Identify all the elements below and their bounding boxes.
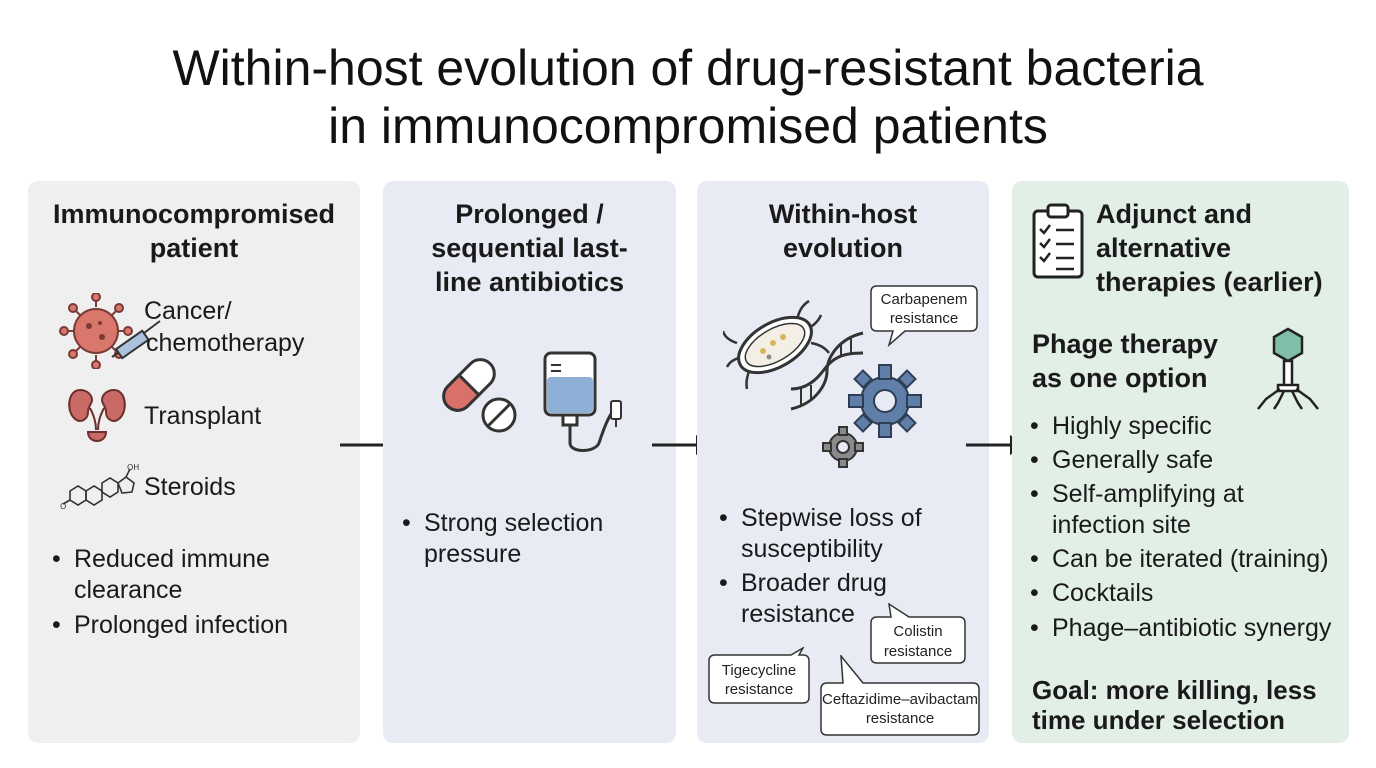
svg-text:O: O	[60, 502, 66, 511]
panel2-title-line-3: line antibiotics	[434, 267, 625, 297]
callout-carbapenem-line-1: Carbapenem	[880, 291, 968, 308]
bullet-prolonged-infection: Prolonged infection	[52, 610, 288, 641]
steroids-label: Steroids	[144, 473, 236, 501]
bullet-phage-antibiotic-synergy: Phage–antibiotic synergy	[1030, 613, 1331, 644]
callout-colistin-resistance: Colistin resistance	[869, 603, 967, 665]
callout-carbapenem-line-2: resistance	[889, 310, 959, 327]
bullet-strong-selection-pressure: Strong selection	[402, 508, 603, 539]
bullet-cocktails: Cocktails	[1030, 578, 1154, 609]
cancer-chemotherapy-label-line-1: Cancer/	[144, 297, 232, 325]
callout-tigecycline-resistance: Tigecycline resistance	[707, 647, 811, 705]
panel1-title-line-1: Immunocompromised	[52, 199, 336, 229]
bullet-stepwise-loss: Stepwise loss of	[719, 503, 922, 534]
dna-icon	[790, 331, 864, 411]
bullet-strong-selection-pressure-line-2: pressure	[424, 540, 522, 568]
cancer-chemotherapy-label-line-2: chemotherapy	[146, 329, 305, 357]
bullet-self-amplifying-line-2: infection site	[1052, 511, 1191, 539]
virus-syringe-icon	[59, 293, 161, 369]
bullet-broader-resistance: Broader drug	[719, 568, 887, 599]
callout-ceftazidime-avibactam-resistance: Ceftazidime–avibactam resistance	[819, 655, 981, 737]
svg-text:OH: OH	[127, 463, 139, 472]
callout-tigecycline-line-1: Tigecycline	[721, 662, 797, 679]
panel4-title-line-3: therapies (earlier)	[1096, 267, 1323, 297]
panel4-title-line-2: alternative	[1096, 233, 1232, 263]
bullet-broader-resistance-line-2: resistance	[741, 600, 855, 628]
phage-therapy-subhead-line-2: as one option	[1032, 363, 1208, 393]
panel1-title-line-2: patient	[149, 233, 239, 263]
clipboard-checklist-icon	[1032, 203, 1084, 279]
panel-last-line-antibiotics: Prolonged / sequential last- line antibi…	[383, 181, 676, 743]
gear-icon	[848, 364, 922, 438]
callout-tigecycline-line-2: resistance	[724, 681, 794, 698]
goal-line-1: Goal: more killing, less	[1032, 675, 1317, 705]
transplant-label: Transplant	[144, 402, 262, 430]
phage-therapy-subhead-line-1: Phage therapy	[1032, 329, 1219, 359]
panel2-title-line-2: sequential last-	[431, 233, 628, 263]
callout-carbapenem-resistance: Carbapenem resistance	[869, 285, 979, 347]
bacterium-icon	[723, 299, 830, 390]
callout-ceftazidime-line-1: Ceftazidime–avibactam	[822, 691, 978, 708]
panel-adjunct-alternative-therapies: Adjunct and alternative therapies (earli…	[1012, 181, 1349, 743]
iv-bag-icon	[543, 351, 622, 452]
bullet-can-be-iterated: Can be iterated (training)	[1030, 544, 1329, 575]
panel2-title-line-1: Prolonged /	[455, 199, 604, 229]
bullet-reduced-immune-clearance-line-2: clearance	[74, 576, 183, 604]
callout-colistin-line-2: resistance	[883, 643, 953, 660]
bullet-stepwise-loss-line-2: susceptibility	[741, 535, 883, 563]
steroid-molecule-icon: O OH	[60, 463, 139, 511]
panel-immunocompromised-patient: Immunocompromised patient Cancer/ chemot…	[28, 181, 360, 743]
bacteriophage-icon	[1257, 327, 1319, 410]
bullet-reduced-immune-clearance: Reduced immune	[52, 544, 270, 575]
title-line-1: Within-host evolution of drug-resistant …	[172, 40, 1204, 96]
panel3-title-line-2: evolution	[783, 233, 903, 263]
title-line-2: in immunocompromised patients	[328, 98, 1048, 154]
bullet-highly-specific: Highly specific	[1030, 411, 1212, 442]
bullet-self-amplifying: Self-amplifying at	[1030, 479, 1244, 510]
kidney-icon	[68, 388, 126, 442]
panel-within-host-evolution: Within-host evolution	[697, 181, 989, 743]
callout-ceftazidime-line-2: resistance	[865, 710, 935, 727]
panel3-title-line-1: Within-host	[768, 199, 918, 229]
gear-icon	[822, 426, 864, 468]
pill-icon	[442, 358, 517, 433]
bullet-generally-safe: Generally safe	[1030, 445, 1213, 476]
panel4-title-line-1: Adjunct and	[1096, 199, 1252, 229]
goal-line-2: time under selection	[1032, 705, 1285, 735]
callout-colistin-line-1: Colistin	[893, 623, 943, 640]
